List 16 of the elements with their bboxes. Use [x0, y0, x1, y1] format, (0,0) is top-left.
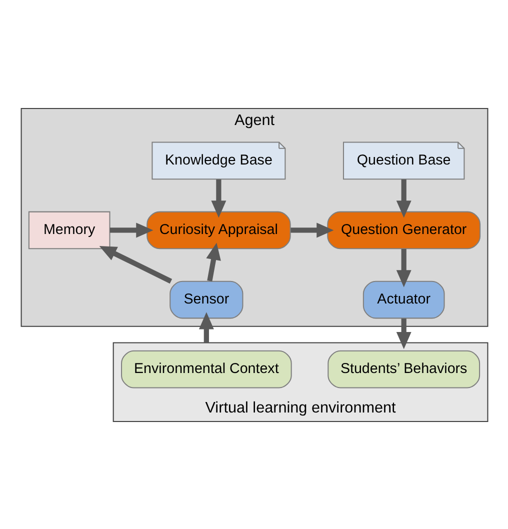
node-box: Students’ Behaviors: [327, 350, 480, 388]
arrow: [98, 245, 172, 284]
arrow: [396, 248, 411, 287]
node-box: Environmental Context: [120, 350, 292, 388]
arrow: [210, 178, 226, 218]
arrow: [206, 242, 220, 281]
arrow: [290, 222, 334, 238]
node-box: Question Generator: [326, 210, 480, 249]
node-box: Actuator: [362, 280, 444, 318]
node-box: Curiosity Appraisal: [146, 210, 290, 249]
arrow: [396, 178, 411, 218]
arrow: [396, 318, 411, 349]
node-box: Memory: [28, 210, 110, 249]
node-box: Sensor: [169, 280, 243, 318]
arrow: [109, 222, 153, 238]
arrow: [198, 312, 214, 342]
